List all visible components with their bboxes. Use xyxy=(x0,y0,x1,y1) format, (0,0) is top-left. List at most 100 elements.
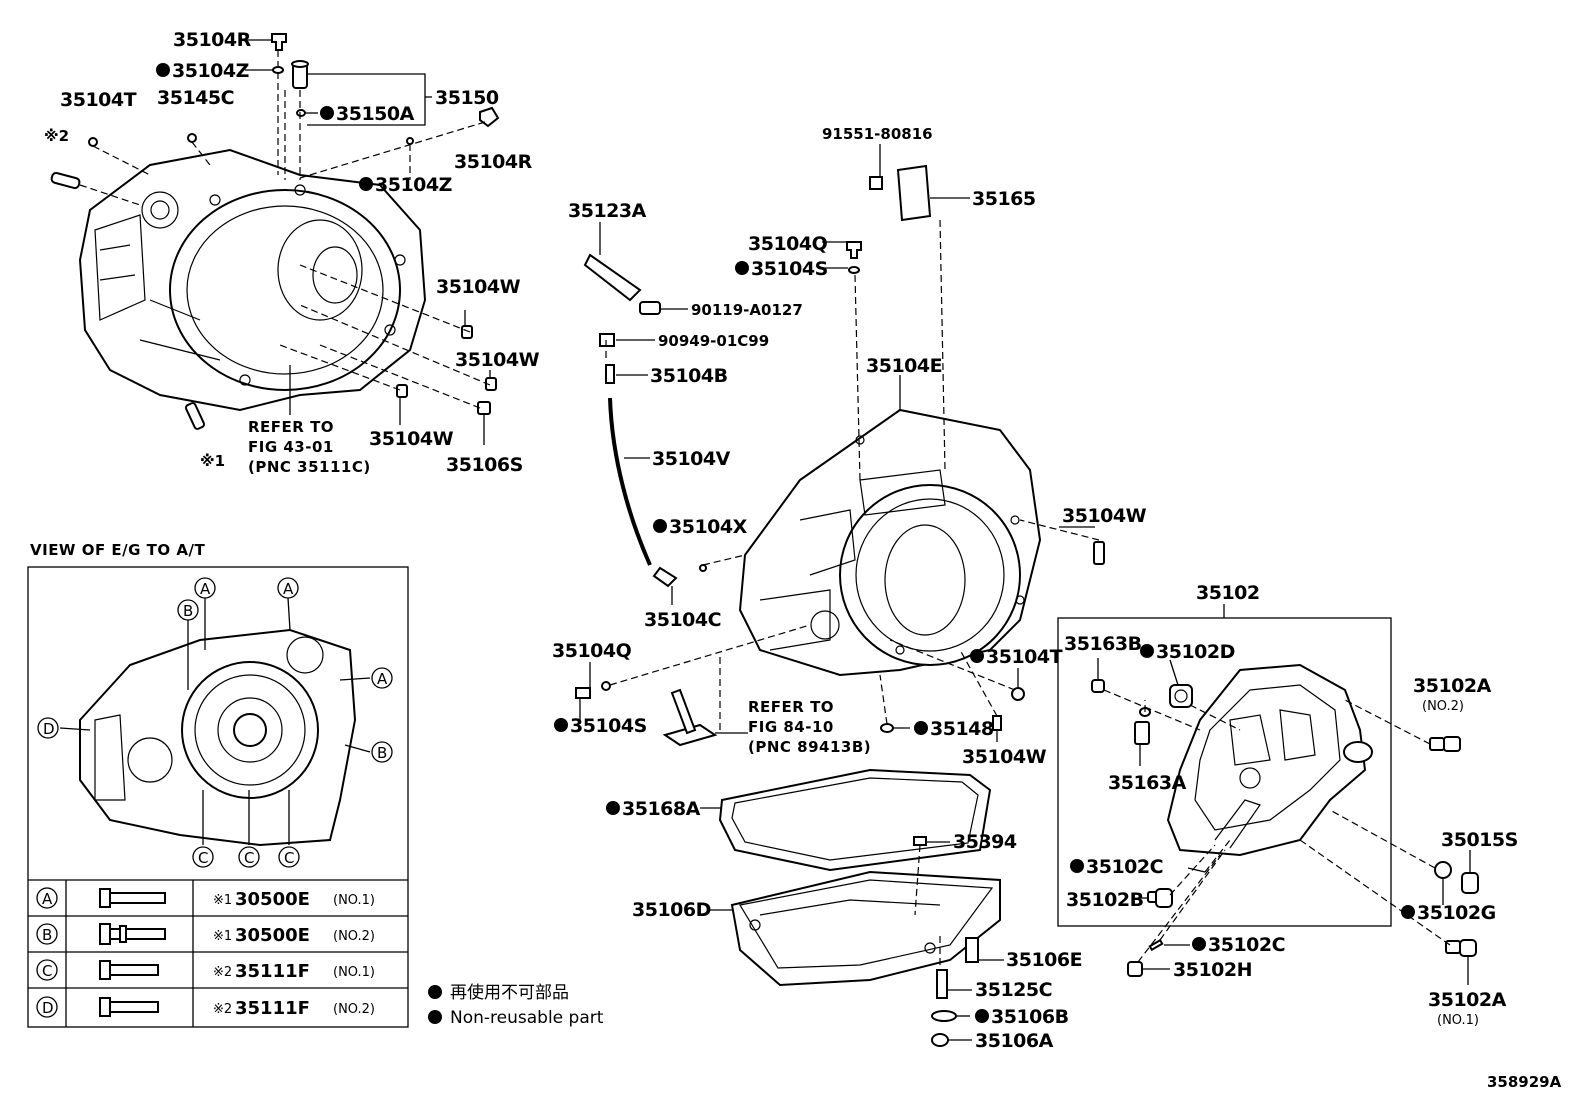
transaxle-rear-cover xyxy=(1166,663,1373,857)
non-reusable-marker xyxy=(1192,937,1206,951)
small-parts-center xyxy=(575,164,1105,747)
bolt-table-row-B: B ※1 30500E (NO.2) xyxy=(36,923,375,946)
label-35104T-left: 35104T xyxy=(60,89,137,111)
label-35104Q-top: 35104Q xyxy=(748,233,828,255)
label-no2-top: (NO.2) xyxy=(1422,699,1464,714)
label-35104C: 35104C xyxy=(644,609,721,631)
inset-marker-D: D xyxy=(37,717,59,739)
inset-transmission-face xyxy=(79,628,357,847)
inset-frame xyxy=(27,566,409,1028)
label-35106B: 35106B xyxy=(991,1006,1069,1028)
refer-note-top-3: (PNC 35111C) xyxy=(248,458,371,476)
svg-text:※1: ※1 xyxy=(213,929,232,944)
inset-marker-A-1: A xyxy=(194,577,216,599)
small-parts-right xyxy=(1091,679,1479,977)
label-35104B: 35104B xyxy=(650,365,728,387)
inset-marker-C-2: C xyxy=(238,846,260,868)
svg-text:(NO.1): (NO.1) xyxy=(333,893,375,908)
label-35104S-bottom: 35104S xyxy=(570,715,647,737)
transaxle-housing-left xyxy=(78,148,427,412)
small-parts-top-left xyxy=(50,33,500,430)
non-reusable-marker xyxy=(975,1009,989,1023)
label-35104W-mid: 35104W xyxy=(1062,505,1147,527)
label-35104E: 35104E xyxy=(866,355,942,377)
label-35106S: 35106S xyxy=(446,454,523,476)
figure-code: 358929A xyxy=(1487,1073,1562,1091)
bolt-table-row-A: A ※1 30500E (NO.1) xyxy=(36,887,375,910)
label-35106D: 35106D xyxy=(632,899,711,921)
svg-text:D: D xyxy=(42,999,54,1017)
non-reusable-marker xyxy=(606,801,620,815)
label-35163B: 35163B xyxy=(1064,633,1142,655)
label-35104T-mid: 35104T xyxy=(986,646,1063,668)
svg-text:35111F: 35111F xyxy=(235,998,310,1019)
label-35104W-c: 35104W xyxy=(369,428,454,450)
label-35102D: 35102D xyxy=(1156,641,1235,663)
label-35104V: 35104V xyxy=(652,448,731,470)
label-35104W-a: 35104W xyxy=(436,276,521,298)
refer-note-mid-3: (PNC 89413B) xyxy=(748,738,871,756)
refer-note-mid-2: FIG 84-10 xyxy=(748,718,834,736)
inset-marker-A-2: A xyxy=(277,577,299,599)
label-35150: 35150 xyxy=(435,87,499,109)
box-35102 xyxy=(1057,617,1392,927)
non-reusable-marker xyxy=(1140,644,1154,658)
label-35168A: 35168A xyxy=(622,798,701,820)
label-no1-bottom: (NO.1) xyxy=(1437,1013,1479,1028)
svg-text:30500E: 30500E xyxy=(235,925,310,946)
label-35148: 35148 xyxy=(930,718,994,740)
svg-text:(NO.2): (NO.2) xyxy=(333,1002,375,1017)
non-reusable-marker xyxy=(554,718,568,732)
svg-text:30500E: 30500E xyxy=(235,889,310,910)
label-35104R-right: 35104R xyxy=(454,151,533,173)
pan-small-parts xyxy=(913,836,979,1047)
refer-note-top-2: FIG 43-01 xyxy=(248,438,334,456)
svg-text:35111F: 35111F xyxy=(235,961,310,982)
transaxle-case-center xyxy=(738,408,1042,677)
label-35102G: 35102G xyxy=(1417,902,1496,924)
label-35102A-bottom: 35102A xyxy=(1428,989,1507,1011)
label-91551-80816: 91551-80816 xyxy=(822,125,933,143)
leader-lines-top-left xyxy=(79,39,491,445)
svg-text:※2: ※2 xyxy=(213,965,232,980)
svg-text:(NO.2): (NO.2) xyxy=(333,929,375,944)
legend-jp: 再使用不可部品 xyxy=(450,982,569,1003)
inset-title: VIEW OF E/G TO A/T xyxy=(30,541,205,559)
inset-marker-A-3: A xyxy=(371,667,393,689)
label-35102: 35102 xyxy=(1196,582,1260,604)
legend-en: Non-reusable part xyxy=(450,1008,604,1028)
label-90949-01C99: 90949-01C99 xyxy=(658,332,769,350)
inset-marker-B-1: B xyxy=(177,599,199,621)
non-reusable-marker xyxy=(653,519,667,533)
svg-text:(NO.1): (NO.1) xyxy=(333,965,375,980)
refer-note-top-1: REFER TO xyxy=(248,418,334,436)
label-35104Q-bottom: 35104Q xyxy=(552,640,632,662)
label-90119-A0127: 90119-A0127 xyxy=(691,301,803,319)
svg-text:C: C xyxy=(198,849,208,867)
label-35394: 35394 xyxy=(953,831,1017,853)
label-35125C: 35125C xyxy=(975,979,1052,1001)
label-35165: 35165 xyxy=(972,188,1036,210)
label-35102H: 35102H xyxy=(1173,959,1252,981)
label-35104S-top: 35104S xyxy=(751,258,828,280)
mark-1-bottom: ※1 xyxy=(200,452,225,470)
label-35104Z-right: 35104Z xyxy=(375,174,452,196)
bolt-table-row-D: D ※2 35111F (NO.2) xyxy=(36,996,375,1019)
non-reusable-marker xyxy=(735,261,749,275)
leader-lines-right xyxy=(1097,658,1471,985)
inset-marker-B-2: B xyxy=(371,741,393,763)
svg-text:C: C xyxy=(42,962,52,980)
label-35104X: 35104X xyxy=(669,516,748,538)
mark-2-top: ※2 xyxy=(44,127,69,145)
leader-lines-pan xyxy=(700,807,1004,1041)
non-reusable-marker xyxy=(1070,859,1084,873)
label-35104Z-top: 35104Z xyxy=(172,60,249,82)
svg-text:A: A xyxy=(42,890,53,908)
label-35106A: 35106A xyxy=(975,1030,1054,1052)
svg-text:A: A xyxy=(200,580,211,598)
non-reusable-marker xyxy=(320,106,334,120)
svg-text:C: C xyxy=(284,849,294,867)
label-35102C-top: 35102C xyxy=(1086,856,1163,878)
non-reusable-marker xyxy=(359,177,373,191)
